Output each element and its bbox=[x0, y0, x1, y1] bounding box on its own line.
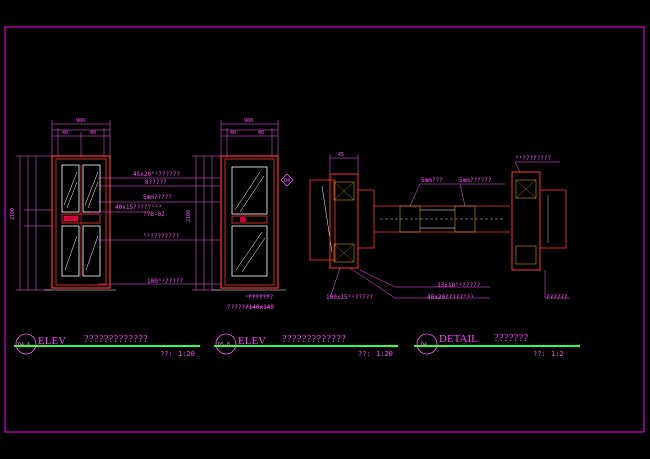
view-scale-label-2: ??: bbox=[358, 350, 371, 358]
section-detail: 45 bbox=[309, 152, 570, 299]
note-a7: 100⁹¹????? bbox=[147, 278, 184, 285]
svg-text:40: 40 bbox=[90, 130, 96, 136]
note-d2: 5mm?????? bbox=[459, 177, 492, 184]
svg-text:40: 40 bbox=[258, 130, 264, 136]
view-title-2: D5-B ELEV ????????????? ??: 1:20 bbox=[214, 333, 398, 358]
view-scale-value-2: 1:20 bbox=[376, 350, 393, 358]
view-scale-label-1: ??: bbox=[160, 350, 173, 358]
note-d6: 100x15⁹¹????? bbox=[326, 294, 373, 301]
note-a4: 40x15?????¹¹¹ bbox=[115, 204, 162, 211]
view-title-text-2: ELEV bbox=[238, 335, 266, 347]
view-title-note-2: ????????????? bbox=[282, 334, 346, 345]
view-title-3: D4 DETAIL ??????? ??: 1:2 bbox=[414, 333, 580, 358]
svg-text:40: 40 bbox=[230, 130, 236, 136]
view-title-text-1: ELEV bbox=[38, 335, 66, 347]
note-a3: 5mm????? bbox=[143, 194, 172, 201]
note-d5: 40x20?????⁹¹¹ bbox=[427, 294, 474, 301]
view-title-1: D4-A ELEV ????????????? ??: 1:20 bbox=[14, 333, 200, 358]
drawing-border bbox=[4, 26, 645, 433]
svg-text:2100: 2100 bbox=[186, 210, 192, 222]
note-d1: 5mm??? bbox=[421, 177, 443, 184]
note-a5: ??B-02 bbox=[143, 211, 165, 218]
svg-text:45: 45 bbox=[338, 152, 344, 158]
view-scale-label-3: ??: bbox=[533, 350, 546, 358]
svg-text:900: 900 bbox=[76, 118, 85, 124]
door-elevation-2: 900 40 40 2100 D4 bbox=[186, 118, 294, 291]
note-a2: 8????? bbox=[145, 179, 167, 186]
note-a1: 45x20⁹¹?????? bbox=[133, 171, 180, 178]
view-title-note-1: ????????????? bbox=[84, 334, 148, 345]
view-title-text-3: DETAIL bbox=[439, 333, 478, 345]
note-d4: 33x10⁹¹????? bbox=[437, 282, 481, 289]
leader-lines bbox=[90, 177, 270, 308]
note-d3: ⁹¹???????? bbox=[515, 155, 552, 162]
view-scale-value-3: 1:2 bbox=[551, 350, 564, 358]
view-title-note-3: ??????? bbox=[494, 333, 529, 344]
note-a8: ??????? bbox=[248, 294, 274, 301]
note-a6: ⁹¹???????? bbox=[143, 233, 180, 240]
svg-text:D4: D4 bbox=[284, 178, 290, 184]
svg-text:2100: 2100 bbox=[10, 208, 16, 220]
svg-text:900: 900 bbox=[244, 118, 253, 124]
view-scale-value-1: 1:20 bbox=[178, 350, 195, 358]
door-elevation-1: 900 40 40 2100 bbox=[10, 118, 116, 291]
svg-text:40: 40 bbox=[62, 130, 68, 136]
note-d7: ?????? bbox=[546, 294, 568, 301]
note-a9: ??????140x140 bbox=[227, 304, 274, 311]
